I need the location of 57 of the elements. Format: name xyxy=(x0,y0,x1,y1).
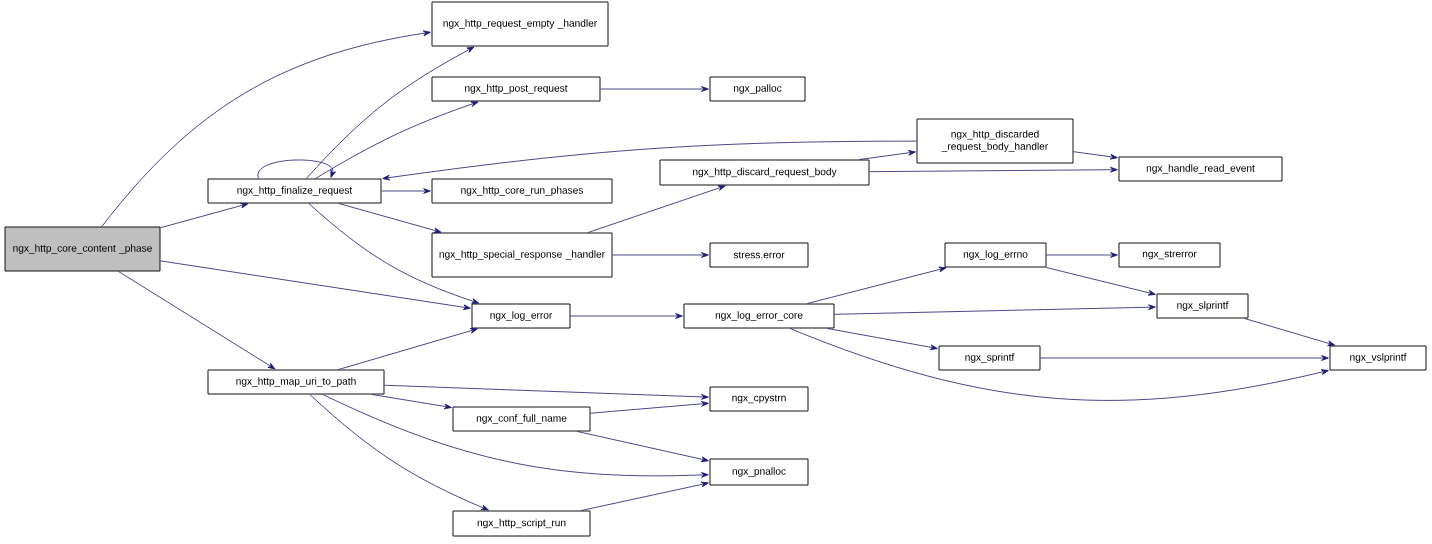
function-box: ngx_http_finalize_request xyxy=(207,178,382,204)
function-box: ngx_log_error xyxy=(471,303,571,329)
function-box: ngx_handle_read_event xyxy=(1118,156,1283,182)
function-box: ngx_log_error_core xyxy=(683,303,835,329)
arrow xyxy=(305,46,475,179)
arrow xyxy=(1045,267,1156,296)
arrow xyxy=(580,481,709,511)
function-box: ngx_http_core_run_phases xyxy=(431,178,613,204)
arrow xyxy=(1244,318,1336,346)
arrow xyxy=(1046,252,1118,258)
arrow xyxy=(384,384,709,400)
function-box: ngx_vslprintf xyxy=(1329,345,1427,371)
function-box: ngx_http_script_run xyxy=(452,510,591,537)
function-box: ngx_http_special_response _handler xyxy=(431,232,613,278)
function-box: ngx_pnalloc xyxy=(709,458,809,486)
function-box: ngx_http_discarded _request_body_handler xyxy=(916,118,1074,164)
function-box: ngx_palloc xyxy=(709,76,806,102)
arrow xyxy=(827,328,938,351)
function-box: ngx_http_discard_request_body xyxy=(659,159,870,186)
function-box: ngx_slprintf xyxy=(1156,293,1249,319)
arrow xyxy=(590,401,709,414)
arrow xyxy=(309,394,489,511)
arrow xyxy=(371,394,452,410)
arrow xyxy=(789,328,1329,401)
arrow xyxy=(869,166,1118,173)
function-box: ngx_strerror xyxy=(1118,242,1221,268)
arrow xyxy=(257,159,336,179)
arrow xyxy=(160,260,471,311)
arrow xyxy=(338,328,478,370)
function-box: ngx_sprintf xyxy=(938,345,1041,371)
arrow xyxy=(382,140,917,181)
function-box: ngx_http_core_content _phase xyxy=(4,226,161,272)
function-box: ngx_conf_full_name xyxy=(452,406,591,432)
function-box: stress.error xyxy=(709,242,809,268)
arrow xyxy=(101,30,431,227)
arrow xyxy=(858,150,916,160)
arrow xyxy=(1073,151,1118,160)
arrow xyxy=(118,271,276,370)
arrow xyxy=(587,185,726,233)
arrow xyxy=(806,266,947,304)
function-box: ngx_log_errno xyxy=(944,242,1047,268)
function-box: ngx_cpystrn xyxy=(709,386,809,412)
arrow xyxy=(570,313,683,319)
arrow xyxy=(315,101,479,179)
arrow xyxy=(322,394,709,478)
function-box: ngx_http_request_empty _handler xyxy=(431,1,609,47)
function-box: ngx_http_map_uri_to_path xyxy=(207,369,385,395)
arrow xyxy=(834,304,1156,315)
arrow xyxy=(612,252,709,258)
function-box: ngx_http_post_request xyxy=(431,76,601,102)
arrow xyxy=(308,203,480,304)
arrow xyxy=(600,86,709,92)
arrow xyxy=(1040,355,1329,361)
arrow xyxy=(576,431,709,463)
arrow xyxy=(338,203,442,234)
arrow xyxy=(160,202,249,229)
arrow xyxy=(381,188,431,194)
